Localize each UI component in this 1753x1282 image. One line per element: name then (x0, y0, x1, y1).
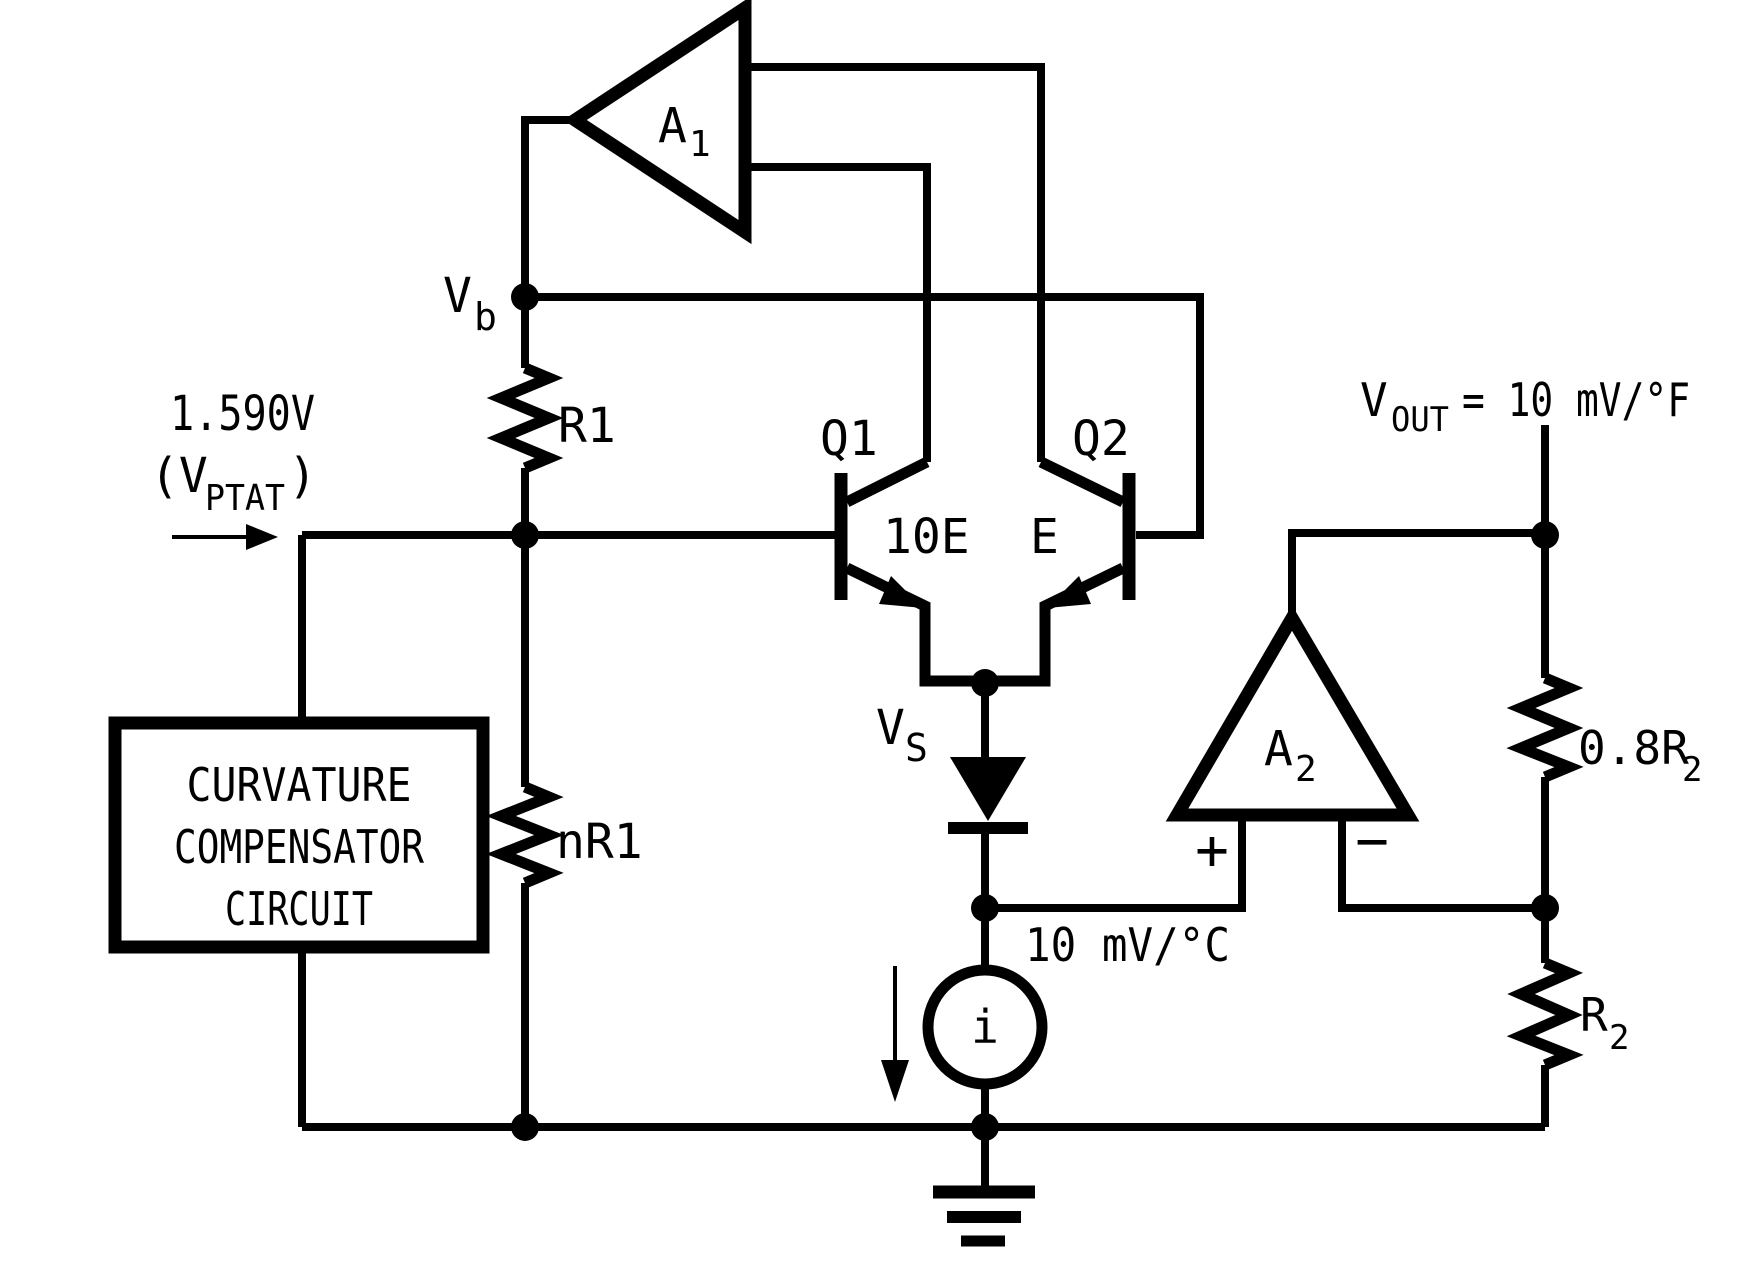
compensator-line1: CURVATURE (187, 758, 412, 812)
q2-transistor (1038, 457, 1136, 608)
current-source-label: i (971, 1000, 999, 1054)
input-ptat-close: ) (288, 448, 317, 504)
a2-minus-label: − (1355, 809, 1389, 874)
q1-transistor (834, 457, 930, 608)
compensator-rect (108, 716, 490, 954)
ground-symbol (933, 1185, 1035, 1247)
q1-emitter-arrow-icon (879, 576, 923, 608)
r08-label-sub: 2 (1682, 750, 1702, 790)
node-nr1-ground (511, 1113, 539, 1141)
nr1-label: nR1 (556, 814, 643, 870)
wire-a1-low-to-q1-collector (745, 163, 931, 462)
wire-q1-emitter (844, 563, 985, 687)
wire-a2-out-to-vout (1288, 529, 1545, 620)
vs-label: V (876, 700, 905, 756)
a2-label-sub: 2 (1295, 749, 1317, 790)
a1-label: A (658, 98, 687, 154)
input-ptat-sub: PTAT (205, 478, 285, 519)
labels: A 1 V b R1 nR1 1.590V (V PTAT ) Q1 Q2 10… (150, 98, 1702, 1058)
wires (298, 63, 1549, 1192)
wire-q2-emitter (985, 563, 1126, 687)
node-vout (1531, 521, 1559, 549)
current-source (881, 964, 1048, 1102)
wire-vb-to-q2-base (525, 293, 1204, 539)
input-arrowhead-icon (246, 524, 278, 550)
vout-label-rest: = 10 mV/°F (1462, 373, 1690, 427)
vptat-input-arrow (172, 524, 278, 550)
node-vptat (511, 521, 539, 549)
diode (948, 757, 1028, 834)
r2-label: R (1580, 988, 1608, 1042)
vout-label-sub: OUT (1391, 400, 1449, 440)
wire-a2-minus-to-rail (1338, 815, 1545, 912)
current-direction-arrowhead-icon (881, 1060, 909, 1102)
compensator-line3: CIRCUIT (225, 882, 373, 936)
a2-plus-label: + (1195, 818, 1229, 883)
a2-label: A (1264, 721, 1293, 777)
a2-amplifier (1165, 605, 1420, 822)
node-vs (971, 669, 999, 697)
q2-collector (1038, 457, 1126, 507)
q2-label: Q2 (1072, 411, 1130, 467)
a1-amplifier (563, 0, 752, 245)
vs-label-sub: S (905, 726, 928, 770)
nr1-resistor (486, 781, 564, 889)
a1-label-sub: 1 (689, 124, 711, 165)
r08-label: 0.8R (1578, 721, 1689, 775)
vout-label: V (1360, 373, 1388, 427)
wire-a1-out-to-vb (521, 116, 575, 297)
junction-dots (511, 283, 1559, 1141)
a2-triangle (1165, 605, 1420, 822)
node-vb (511, 283, 539, 311)
q1-label: Q1 (820, 411, 878, 467)
q1-emitter-label: 10E (883, 509, 970, 565)
q2-emitter-label: E (1030, 509, 1059, 565)
vb-label: V (443, 268, 472, 324)
q2-emitter-arrow-icon (1047, 576, 1091, 608)
node-r2-mid (1531, 894, 1559, 922)
compensator-line2: COMPENSATOR (174, 820, 424, 874)
r2-label-sub: 2 (1609, 1018, 1629, 1058)
a1-triangle (563, 0, 752, 245)
input-ptat-open: (V (150, 448, 208, 504)
r08-resistor (1506, 672, 1584, 783)
curvature-compensator-box: CURVATURE COMPENSATOR CIRCUIT (108, 716, 490, 954)
vb-label-sub: b (474, 295, 497, 339)
input-voltage-label: 1.590V (170, 386, 315, 442)
diode-anode-triangle (950, 757, 1026, 821)
q1-collector (844, 457, 930, 507)
wire-node-to-a2-plus (985, 815, 1246, 912)
sensitivity-label: 10 mV/°C (1025, 918, 1230, 972)
node-10mv (971, 894, 999, 922)
wire-a1-top-to-q2-collector (745, 63, 1045, 462)
r2-resistor (1506, 957, 1584, 1071)
node-source-ground (971, 1113, 999, 1141)
current-source-circle (922, 964, 1048, 1090)
r1-resistor (486, 362, 564, 474)
r1-label: R1 (558, 398, 616, 454)
